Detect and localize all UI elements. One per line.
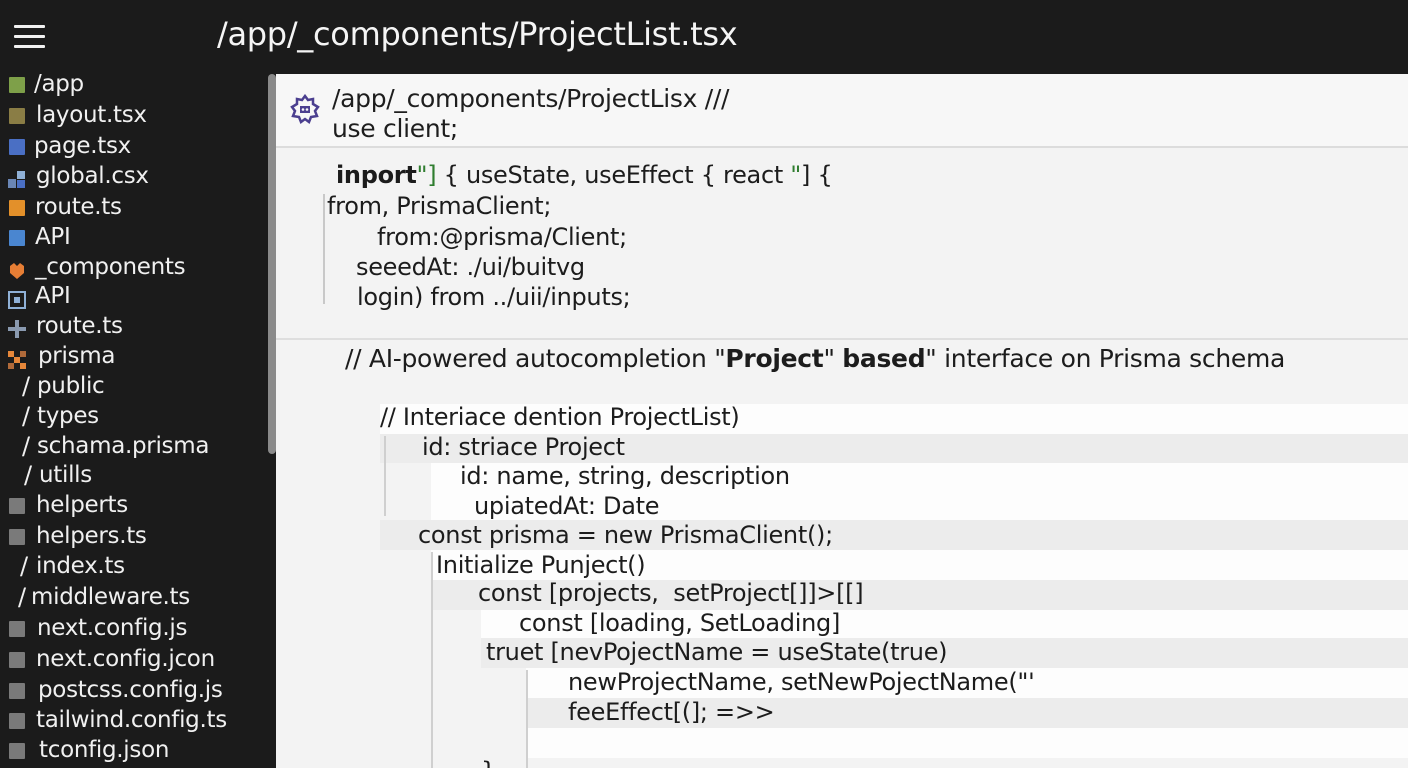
file-icon — [9, 108, 25, 124]
tree-item-label: postcss.config.js — [38, 677, 223, 703]
tree-item-label: API — [35, 283, 71, 309]
code-line: const prisma = new PrismaClient(); — [418, 521, 833, 549]
code-editor[interactable]: /app/_components/ProjectLisx /// use cli… — [276, 74, 1408, 768]
indent-guide — [384, 436, 386, 516]
file-icon — [9, 139, 25, 155]
tree-item-label: types — [37, 403, 99, 429]
plus-icon — [7, 319, 26, 338]
code-stripe — [481, 610, 1408, 638]
code-line: from:@prisma/Client; — [377, 223, 627, 251]
slash-icon: / — [24, 461, 33, 489]
code-line: truet [nevPojectName = useState(true) — [486, 638, 948, 666]
sidebar-scrollbar[interactable] — [268, 74, 276, 454]
slash-icon: / — [22, 432, 31, 460]
tree-item-label: route.ts — [35, 194, 122, 220]
tree-item-label: page.tsx — [34, 133, 131, 159]
code-stripe — [481, 638, 1408, 668]
code-line: const [projects, setProject[]]>[[] — [478, 579, 864, 607]
code-line: seeedAt: ./ui/buitvg — [356, 253, 585, 281]
code-line: Initialize Punject() — [436, 551, 646, 579]
file-path-comment: /app/_components/ProjectLisx /// — [332, 84, 730, 113]
file-icon — [9, 529, 25, 545]
tree-item-label: global.csx — [36, 163, 149, 189]
code-line: newProjectName, setNewPojectName("' — [568, 668, 1035, 696]
tree-item-label: utills — [39, 462, 92, 488]
tree-item-label: _components — [35, 254, 186, 280]
code-line: id: striace Project — [422, 433, 625, 461]
settings-robot-icon — [290, 93, 320, 124]
code-stripe — [380, 520, 1408, 550]
grid-icon — [8, 349, 26, 369]
indent-guide — [323, 194, 325, 304]
code-stripe — [380, 434, 1408, 463]
tree-item-label: tconfig.json — [39, 737, 170, 763]
code-line: feeEffect[(]; =>> — [568, 698, 775, 726]
tree-item-label: helpers.ts — [36, 523, 147, 549]
slash-icon: / — [20, 552, 29, 580]
file-title: /app/_components/ProjectList.tsx — [217, 15, 738, 53]
slash-icon: / — [22, 402, 31, 430]
tree-item-label: next.config.js — [37, 615, 188, 641]
code-line: } — [481, 756, 496, 768]
code-stripe — [431, 463, 1408, 493]
file-icon — [9, 713, 25, 729]
hamburger-menu-icon[interactable] — [14, 25, 45, 49]
tree-item-label: tailwind.config.ts — [36, 707, 227, 733]
code-stripe — [526, 668, 1408, 698]
tree-item-label: helperts — [36, 492, 128, 518]
file-icon — [9, 683, 25, 699]
box-icon — [8, 289, 26, 309]
import-block — [276, 150, 1408, 340]
indent-guide — [526, 670, 528, 768]
folder-icon — [9, 77, 25, 93]
file-icon — [9, 200, 25, 216]
code-stripe — [526, 728, 1408, 758]
code-line: const [loading, SetLoading] — [519, 609, 841, 637]
tree-item-label: schama.prisma — [37, 433, 210, 459]
file-icon — [9, 230, 25, 246]
code-line: // Interiace dention ProjectList) — [380, 403, 740, 431]
code-line: from, PrismaClient; — [327, 192, 552, 220]
code-stripe — [380, 404, 1408, 434]
code-stripe — [431, 580, 1408, 610]
tree-item-label: index.ts — [36, 553, 125, 579]
slash-icon: / — [18, 583, 27, 611]
component-icon — [8, 260, 24, 279]
tree-item-label: /app — [34, 71, 84, 97]
tree-item-label: next.config.jcon — [36, 646, 215, 672]
file-explorer-sidebar — [0, 72, 270, 768]
ai-comment-line: // AI-powered autocompletion "Project" b… — [345, 344, 1286, 373]
tree-item-label: API — [35, 224, 71, 250]
tree-item-label: route.ts — [36, 313, 123, 339]
code-line: id: name, string, description — [460, 462, 790, 490]
tree-item-label: middleware.ts — [31, 584, 190, 610]
file-icon — [9, 652, 25, 668]
tree-item-label: prisma — [38, 343, 116, 369]
code-line-import: inport"] { useState, useEffect { react "… — [336, 161, 833, 189]
code-stripe — [431, 493, 1408, 520]
slash-icon: / — [22, 372, 31, 400]
puzzle-icon — [8, 169, 25, 188]
file-icon — [9, 743, 25, 759]
file-icon — [9, 498, 25, 514]
tree-item-label: public — [37, 373, 105, 399]
title-bar: /app/_components/ProjectList.tsx — [0, 0, 1408, 72]
code-stripe — [526, 698, 1408, 728]
file-icon — [9, 621, 25, 637]
tree-item-label: layout.tsx — [36, 102, 147, 128]
editor-header: /app/_components/ProjectLisx /// use cli… — [276, 74, 1408, 148]
indent-guide — [431, 552, 433, 768]
use-client-directive: use client; — [332, 114, 458, 143]
code-stripe — [431, 550, 1408, 580]
code-line: upiatedAt: Date — [474, 492, 660, 520]
code-line: login) from ../uii/inputs; — [357, 283, 631, 311]
